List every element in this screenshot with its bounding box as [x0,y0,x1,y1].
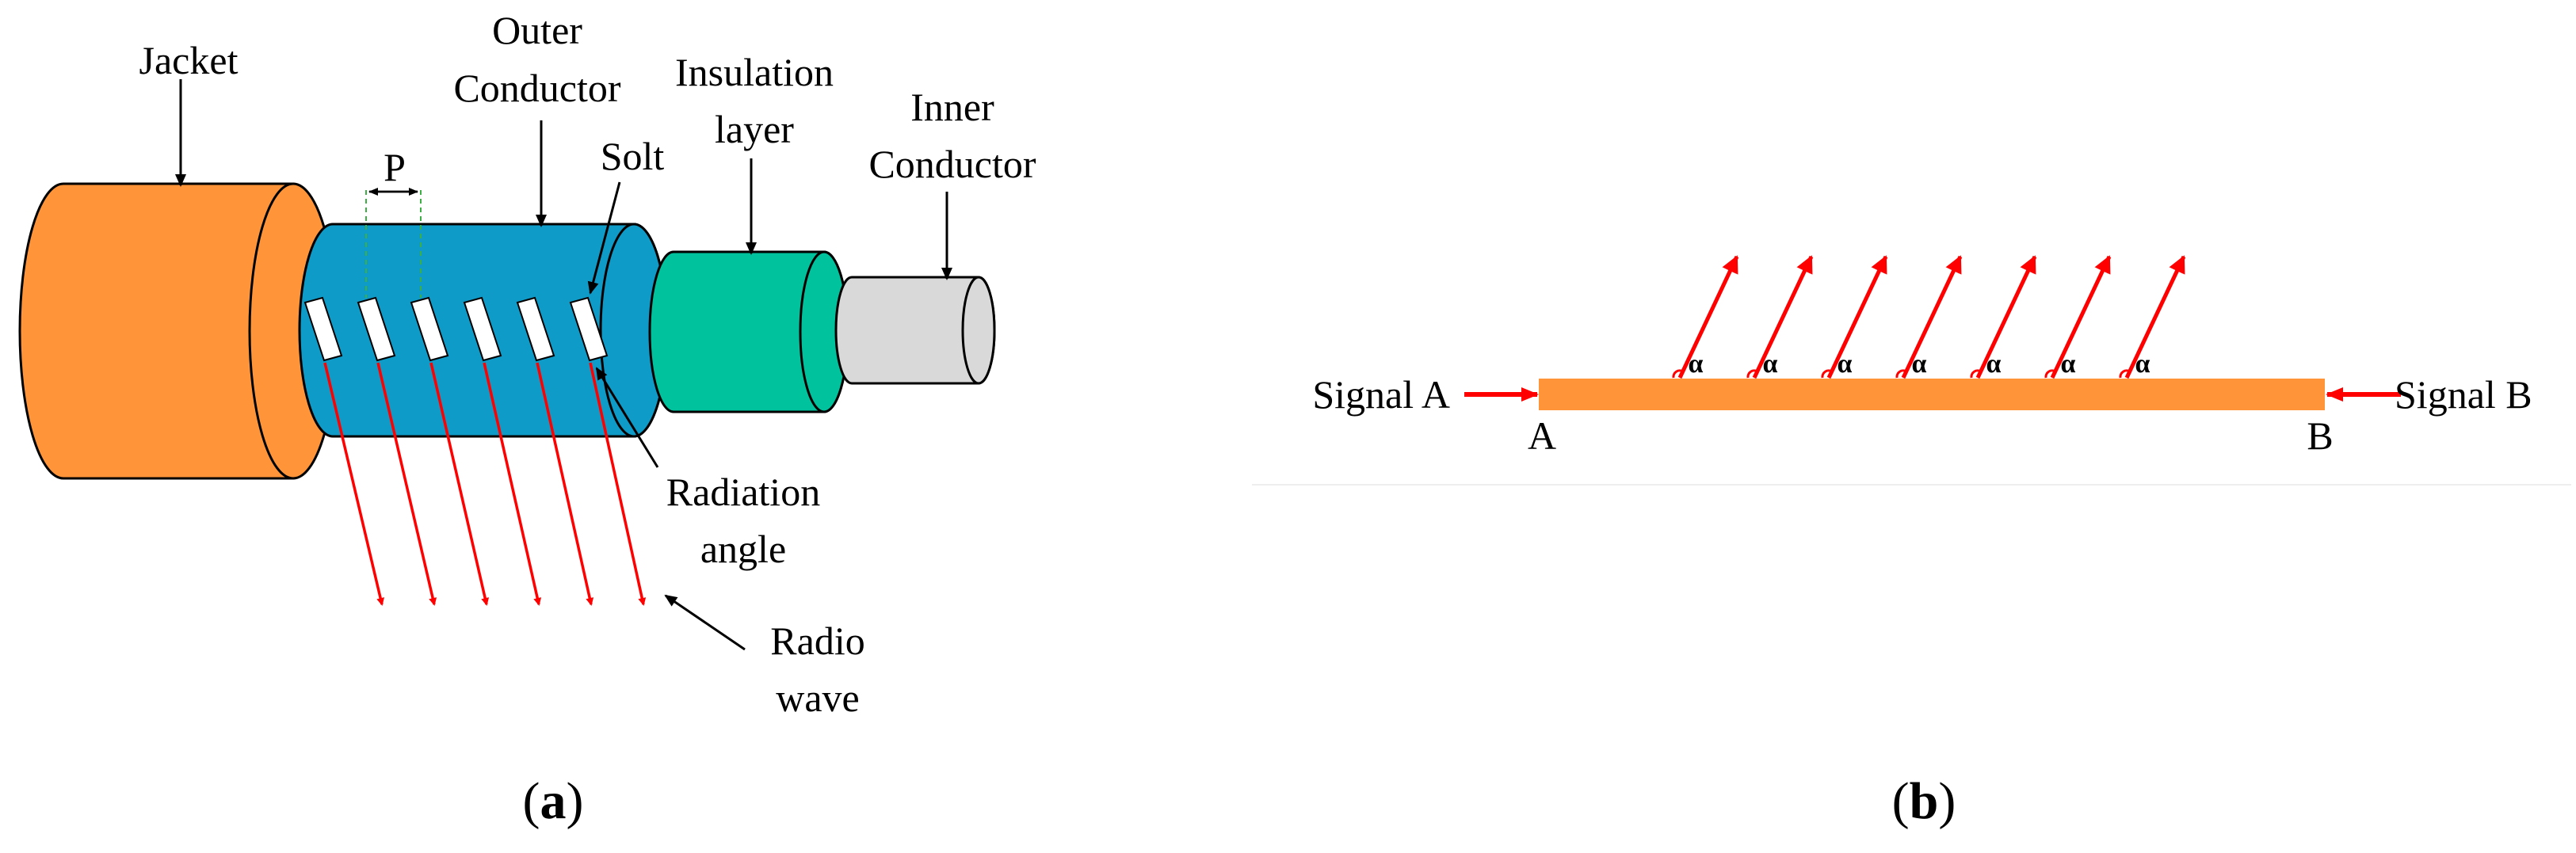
jacket-cylinder [18,182,338,480]
pitch-dimension: P [365,145,422,298]
insulation-cylinder [648,250,849,413]
slot [516,296,555,362]
angle-alpha: α [1986,349,2002,379]
panel-a-caption: (a) [523,772,584,830]
end-b-label: B [2307,413,2333,458]
inner-conductor-cylinder [834,276,996,385]
radiation-angle-label-line2: angle [700,527,786,571]
angle-alpha: α [1838,349,1853,379]
panel-b-caption: (b) [1892,772,1956,830]
radio-wave-line [323,362,385,606]
radiated-wave-4: α [1895,255,1963,379]
radiated-waves: α α α α α [1672,255,2186,379]
insulation-layer-label-line2: layer [715,107,794,151]
slot-label: Solt [601,134,665,178]
signal-b-label: Signal B [2395,372,2532,417]
radiated-wave-2: α [1746,255,1814,379]
panel-b: Signal A Signal B A B α α α [1252,255,2571,830]
radio-wave-line [429,362,490,606]
radio-wave-line [483,362,542,606]
radio-wave-label-line2: wave [776,676,860,720]
radiated-wave-5: α [1970,255,2037,379]
angle-alpha: α [2135,349,2150,379]
slot [303,296,343,362]
slot [410,296,449,362]
jacket-label: Jacket [139,38,239,82]
leader-arrows [175,79,952,651]
angle-alpha: α [1763,349,1778,379]
panel-divider [1252,484,2571,486]
radiated-wave-6: α [2044,255,2112,379]
angle-alpha: α [1912,349,1927,379]
radio-wave-label: Radio [770,619,864,663]
angle-alpha: α [2061,349,2076,379]
slot [463,296,502,362]
end-a-label: A [1528,413,1556,458]
outer-conductor-label: Outer [492,8,582,52]
cable-bar [1539,379,2325,410]
radiation-angle-label: Radiation [666,470,820,514]
radio-wave-line [376,362,437,606]
outer-conductor-label-line2: Conductor [453,66,620,110]
radio-wave-line [536,362,594,606]
radiated-wave-7: α [2119,255,2186,379]
inner-conductor-label: Inner [910,85,994,129]
radio-waves [323,362,647,606]
radiated-wave-1: α [1672,255,1739,379]
slot [569,296,609,362]
slots [303,296,609,362]
slot [357,296,396,362]
radio-wave-line [589,362,647,606]
pitch-label: P [384,145,406,189]
signal-a-label: Signal A [1312,372,1450,417]
panel-a: P Jacket Outer Conductor Solt Insulation… [18,8,1036,830]
radiated-wave-3: α [1821,255,1888,379]
angle-alpha: α [1689,349,1704,379]
insulation-layer-label: Insulation [675,50,834,94]
inner-conductor-label-line2: Conductor [868,142,1036,186]
